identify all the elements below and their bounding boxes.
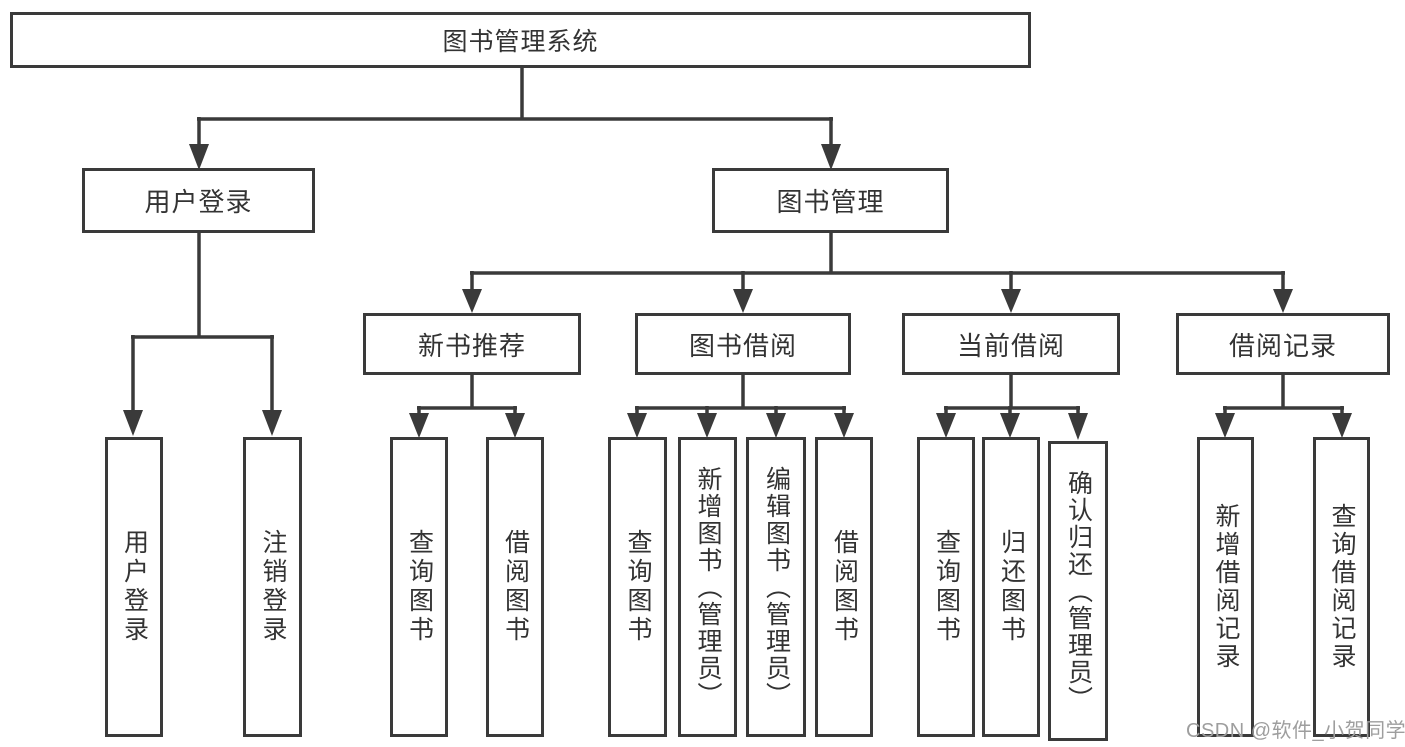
node-borrow-records: 借阅记录	[1176, 313, 1390, 375]
node-current-borrow: 当前借阅	[902, 313, 1120, 375]
arrowhead-new-book-recommend	[462, 289, 482, 313]
arrowhead-current-borrow	[1001, 289, 1021, 313]
node-book-borrow: 图书借阅	[635, 313, 851, 375]
leaf-cb-query-books: 查询图书	[917, 437, 975, 737]
arrowhead-br-query-record	[1332, 413, 1352, 438]
arrowhead-bb-borrow-books	[834, 413, 854, 438]
node-book-management: 图书管理	[712, 168, 949, 233]
arrowhead-bb-query-books	[627, 413, 647, 438]
arrowhead-borrow-records	[1273, 289, 1293, 313]
leaf-br-query-record: 查询借阅记录	[1313, 437, 1370, 737]
arrowhead-cb-query-books	[936, 413, 956, 438]
arrowhead-cb-return-books	[1000, 413, 1020, 438]
arrowhead-cb-confirm-return	[1068, 413, 1088, 440]
arrowhead-leaf-logout	[262, 410, 282, 436]
node-user-login: 用户登录	[82, 168, 315, 233]
arrowhead-book-borrow	[733, 289, 753, 313]
leaf-bb-borrow-books: 借阅图书	[815, 437, 873, 737]
leaf-bb-add-books-admin: 新增图书（管理员）	[678, 437, 737, 737]
arrowhead-bb-edit-books	[766, 413, 786, 438]
leaf-nb-borrow-books: 借阅图书	[486, 437, 544, 737]
node-new-book-recommend: 新书推荐	[363, 313, 581, 375]
leaf-cb-return-books: 归还图书	[982, 437, 1040, 737]
node-library-management-system: 图书管理系统	[10, 12, 1031, 68]
arrowhead-user-login	[189, 144, 209, 170]
leaf-bb-edit-books-admin: 编辑图书（管理员）	[746, 437, 806, 737]
leaf-br-add-record: 新增借阅记录	[1197, 437, 1254, 737]
arrowhead-nb-query-books	[409, 413, 429, 438]
arrowhead-br-add-record	[1215, 413, 1235, 438]
leaf-user-login: 用户登录	[105, 437, 163, 737]
csdn-watermark: CSDN @软件_小贺同学	[1186, 720, 1405, 742]
leaf-bb-query-books: 查询图书	[608, 437, 667, 737]
leaf-cb-confirm-return-admin: 确认归还（管理员）	[1048, 441, 1108, 741]
arrowhead-leaf-user-login	[123, 410, 143, 436]
arrowhead-bb-add-books	[697, 413, 717, 438]
arrowhead-book-management	[821, 144, 841, 170]
leaf-nb-query-books: 查询图书	[390, 437, 448, 737]
leaf-logout: 注销登录	[243, 437, 302, 737]
arrowhead-nb-borrow-books	[505, 413, 525, 438]
